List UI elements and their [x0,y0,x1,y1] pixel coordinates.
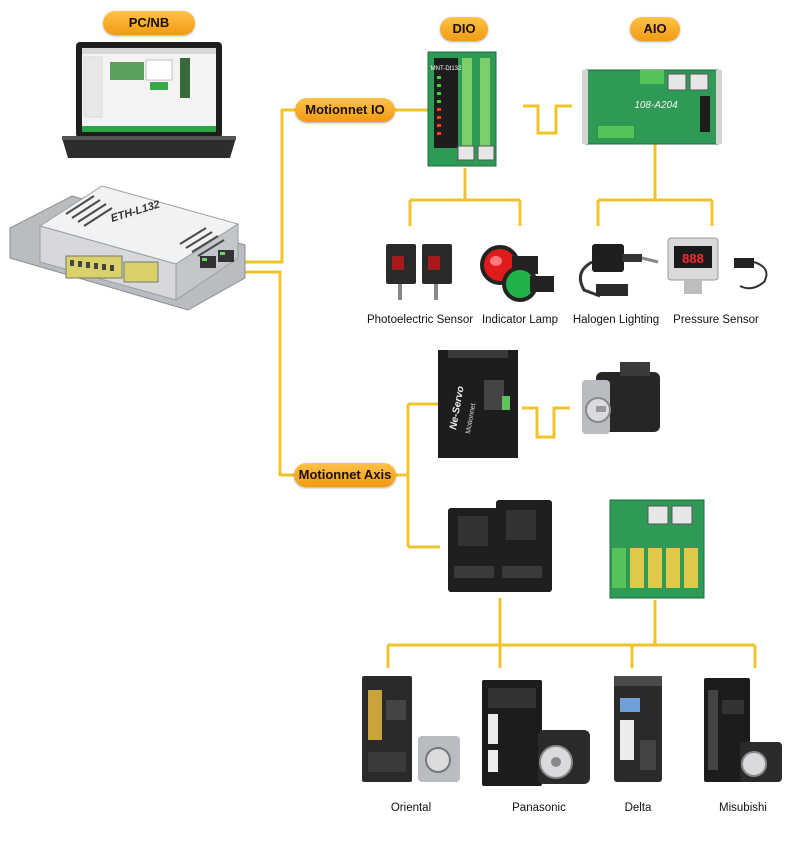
halogen-lighting-label: Halogen Lighting [572,314,660,326]
aio-header: AIO [630,17,680,41]
photoelectric-sensor-icon [386,244,452,300]
indicator-lamp-icon [480,245,554,302]
delta-label: Delta [624,802,652,814]
dio-header: DIO [440,17,488,41]
panasonic-label: Panasonic [512,802,566,814]
pressure-sensor-label: Pressure Sensor [673,314,759,326]
stepper-motor-icon [582,362,660,434]
ne-servo-driver: Ne-Servo Motionnet [438,350,518,458]
halogen-lighting-icon [578,244,659,298]
motionnet-axis-header: Motionnet Axis [294,463,396,487]
motionnet-io-header: Motionnet IO [295,98,395,122]
mitsubishi-servo-icon [704,678,782,782]
aio-module: 108-A204 [582,69,722,145]
eth-l132-controller: ETH-L132 [9,185,246,311]
dio-model-label: MNT-DI132 [431,66,462,72]
pc-nb-header: PC/NB [103,11,195,35]
aio-model-label: 108-A204 [634,100,678,111]
photoelectric-sensor-label: Photoelectric Sensor [366,314,474,326]
oriental-label: Oriental [390,802,432,814]
delta-servo-icon [614,676,662,782]
motionnet-driver-pair [448,500,552,592]
u-link-driver-motor [522,406,570,439]
laptop-icon [62,42,236,158]
u-link-dio-aio [523,104,572,135]
connection-lines [222,108,757,668]
panasonic-servo-icon [482,680,590,786]
oriental-servo-icon [362,676,460,782]
terminal-board [609,499,705,599]
dio-module: MNT-DI132 [427,51,497,167]
pressure-sensor-icon: 888 [667,237,768,294]
misubishi-label: Misubishi [719,802,767,814]
indicator-lamp-label: Indicator Lamp [481,314,559,326]
svg-text:888: 888 [682,251,704,266]
